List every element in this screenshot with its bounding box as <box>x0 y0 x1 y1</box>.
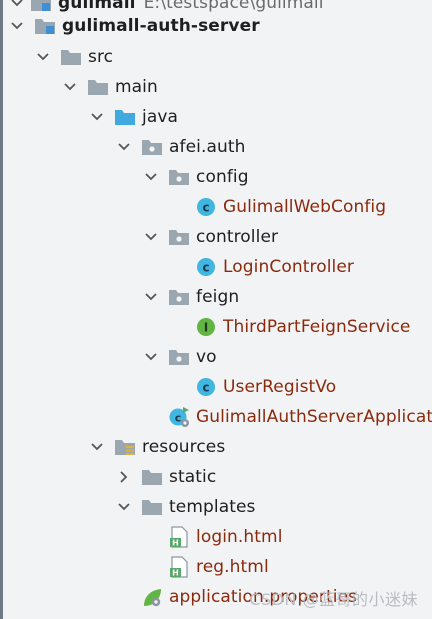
chevron-down-icon[interactable] <box>8 0 26 12</box>
tree-row-feign[interactable]: feign <box>0 282 432 312</box>
folder-label: src <box>88 47 114 67</box>
tree-row-src[interactable]: src <box>0 42 432 72</box>
class-icon: c <box>195 196 217 218</box>
module-folder-icon <box>30 0 52 14</box>
class-label: GulimallWebConfig <box>223 197 387 217</box>
chevron-down-icon[interactable] <box>142 348 160 366</box>
package-label: afei.auth <box>169 137 246 157</box>
tree-row-resources[interactable]: resources <box>0 432 432 462</box>
folder-icon <box>60 46 82 68</box>
svg-text:c: c <box>202 201 209 215</box>
module-folder-icon <box>34 15 56 37</box>
tree-row-java[interactable]: java <box>0 102 432 132</box>
package-label: config <box>196 167 249 187</box>
project-path: E:\testspace\gulimall <box>143 0 324 13</box>
tree-row-controller[interactable]: controller <box>0 222 432 252</box>
resources-folder-icon <box>114 436 136 458</box>
spring-boot-class-icon: c <box>168 406 190 428</box>
tree-row-package[interactable]: afei.auth <box>0 132 432 162</box>
chevron-down-icon[interactable] <box>115 138 133 156</box>
watermark-text: CSDN @蓝哥的小迷妹 <box>249 590 418 609</box>
class-icon: c <box>195 256 217 278</box>
package-icon <box>168 226 190 248</box>
folder-icon <box>87 76 109 98</box>
tree-row-properties-file[interactable]: application.properties <box>0 582 432 612</box>
tree-row-config[interactable]: config <box>0 162 432 192</box>
chevron-right-icon[interactable] <box>115 468 133 486</box>
tree-row-static[interactable]: static <box>0 462 432 492</box>
chevron-down-icon[interactable] <box>142 228 160 246</box>
html-file-icon: H <box>168 526 190 548</box>
interface-icon: I <box>195 316 217 338</box>
project-name: gulimall <box>58 0 136 13</box>
class-label: LoginController <box>223 257 354 277</box>
tree-row-class[interactable]: c LoginController <box>0 252 432 282</box>
folder-icon <box>141 466 163 488</box>
folder-label: templates <box>169 497 256 517</box>
class-icon: c <box>195 376 217 398</box>
chevron-down-icon[interactable] <box>142 168 160 186</box>
package-label: vo <box>196 347 217 367</box>
chevron-down-icon[interactable] <box>88 108 106 126</box>
tree-row-application-class[interactable]: c GulimallAuthServerApplication <box>0 402 432 432</box>
properties-file-icon <box>141 586 163 608</box>
tree-row-html-file[interactable]: H login.html <box>0 522 432 552</box>
tree-row-templates[interactable]: templates <box>0 492 432 522</box>
tree-row-vo[interactable]: vo <box>0 342 432 372</box>
tree-row-module[interactable]: gulimall-auth-server <box>0 11 432 41</box>
chevron-down-icon[interactable] <box>8 17 26 35</box>
folder-label: resources <box>142 437 226 457</box>
chevron-down-icon[interactable] <box>142 288 160 306</box>
chevron-down-icon[interactable] <box>115 498 133 516</box>
file-label: reg.html <box>196 557 269 577</box>
interface-label: ThirdPartFeignService <box>223 317 411 337</box>
file-label: application.properties <box>169 587 358 607</box>
file-label: login.html <box>196 527 283 547</box>
tree-row-class[interactable]: c UserRegistVo <box>0 372 432 402</box>
html-file-icon: H <box>168 556 190 578</box>
package-label: controller <box>196 227 279 247</box>
class-label: GulimallAuthServerApplication <box>196 407 432 427</box>
chevron-down-icon[interactable] <box>61 78 79 96</box>
svg-text:H: H <box>172 569 179 578</box>
chevron-down-icon[interactable] <box>88 438 106 456</box>
svg-text:c: c <box>202 261 209 275</box>
chevron-down-icon[interactable] <box>34 48 52 66</box>
svg-text:I: I <box>204 321 208 335</box>
package-icon <box>168 166 190 188</box>
folder-icon <box>141 496 163 518</box>
folder-label: static <box>169 467 217 487</box>
tree-gutter <box>0 0 3 619</box>
svg-text:c: c <box>175 412 182 425</box>
source-folder-icon <box>114 106 136 128</box>
tree-row-class[interactable]: c GulimallWebConfig <box>0 192 432 222</box>
svg-text:c: c <box>202 381 209 395</box>
package-icon <box>168 346 190 368</box>
module-name: gulimall-auth-server <box>62 16 260 36</box>
tree-row-interface[interactable]: I ThirdPartFeignService <box>0 312 432 342</box>
folder-label: java <box>142 107 179 127</box>
tree-row-project[interactable]: gulimall E:\testspace\gulimall <box>0 0 432 18</box>
tree-row-html-file[interactable]: H reg.html <box>0 552 432 582</box>
package-icon <box>168 286 190 308</box>
package-icon <box>141 136 163 158</box>
svg-text:H: H <box>172 539 179 548</box>
tree-row-main[interactable]: main <box>0 72 432 102</box>
package-label: feign <box>196 287 240 307</box>
class-label: UserRegistVo <box>223 377 337 397</box>
folder-label: main <box>115 77 158 97</box>
